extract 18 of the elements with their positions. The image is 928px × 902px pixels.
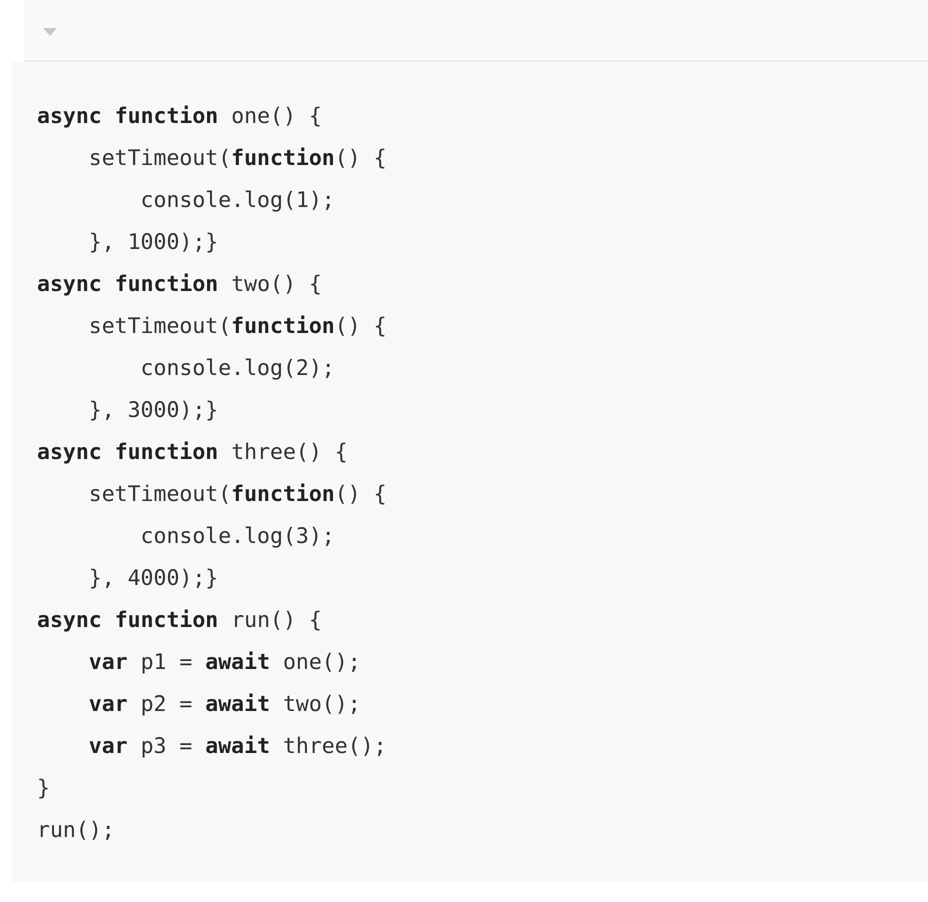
code-line: run(); [37, 817, 115, 845]
code-line: setTimeout(function() { [88, 145, 387, 173]
code-line: }, 1000);} [88, 229, 218, 257]
code-line: } [37, 775, 50, 803]
code-line: console.log(1); [140, 187, 335, 215]
code-line: console.log(2); [140, 355, 335, 383]
code-line: var p1 = await one(); [88, 649, 361, 677]
code-line: async function three() { [37, 439, 348, 467]
code-line: async function two() { [37, 271, 322, 299]
code-line: var p3 = await three(); [88, 733, 387, 761]
code-line: async function run() { [37, 607, 322, 635]
code-line: async function one() { [37, 103, 322, 131]
code-line: setTimeout(function() { [88, 313, 387, 341]
code-line: var p2 = await two(); [88, 691, 361, 719]
code-line: }, 3000);} [88, 397, 218, 425]
code-line: setTimeout(function() { [88, 481, 387, 509]
code-line: }, 4000);} [88, 565, 218, 593]
code-line: console.log(3); [140, 523, 335, 551]
